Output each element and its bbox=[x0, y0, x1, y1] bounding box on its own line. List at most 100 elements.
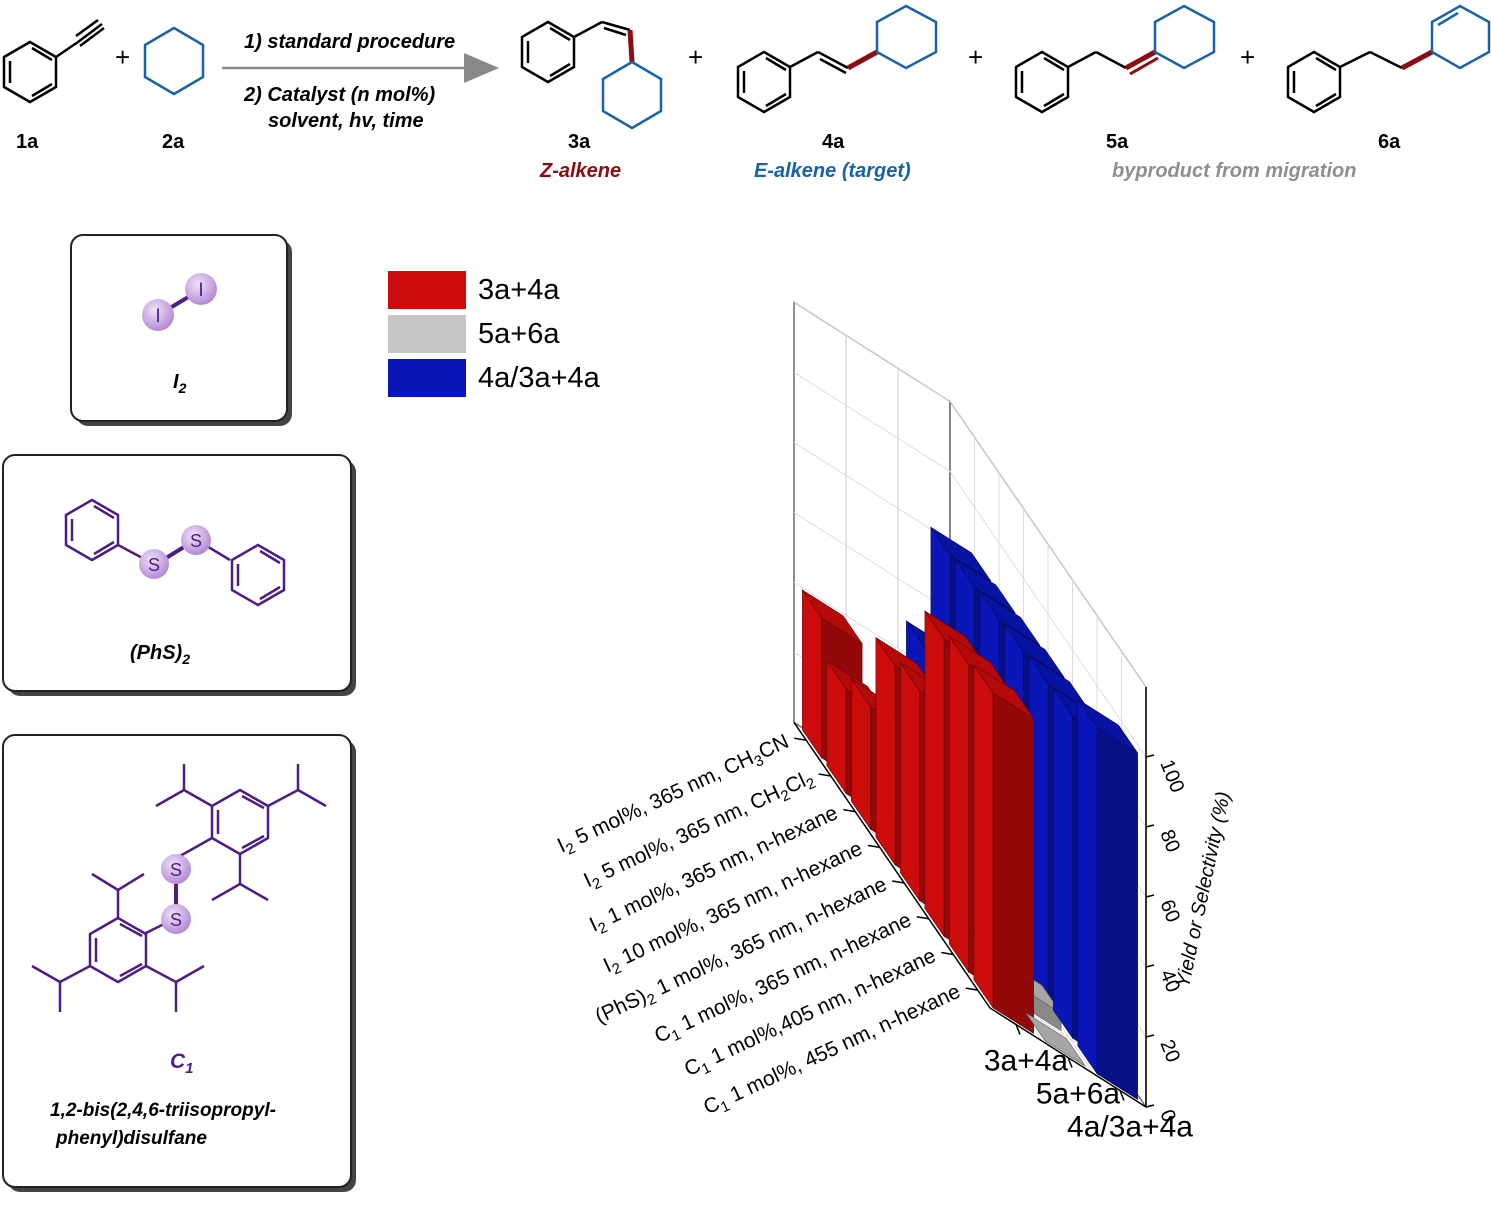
category-tick bbox=[843, 808, 856, 813]
plus-sign: + bbox=[1240, 42, 1255, 72]
chart-legend: 3a+4a 5a+6a 4a/3a+4a bbox=[388, 268, 638, 400]
catalyst-label-phs2: (PhS)2 bbox=[130, 642, 190, 667]
caption-byproduct: byproduct from migration bbox=[1112, 160, 1356, 182]
structure-2a bbox=[143, 26, 205, 96]
caption-z-alkene: Z-alkene bbox=[539, 160, 621, 182]
catalyst-card-phs2: S S (PhS)2 bbox=[2, 454, 356, 696]
compound-label-1a: 1a bbox=[16, 131, 39, 153]
atom-sulfur: S bbox=[170, 860, 182, 880]
bar-top bbox=[1028, 655, 1089, 710]
catalyst-card-c1: S S C1 1,2-bis(2,4,6-triisopropyl- pheny… bbox=[2, 734, 356, 1192]
bar-top bbox=[930, 526, 991, 581]
bar-top bbox=[1025, 1012, 1086, 1067]
bar-top bbox=[1004, 623, 1065, 678]
compound-label-2a: 2a bbox=[162, 131, 185, 153]
atom-iodine: I bbox=[198, 280, 203, 301]
plus-sign: + bbox=[688, 42, 703, 72]
compound-label-5a: 5a bbox=[1106, 131, 1129, 153]
condition-step-3: solvent, hv, time bbox=[268, 110, 424, 132]
catalyst-card-i2: I I I2 bbox=[70, 234, 292, 426]
z-axis-label: Yield or Selectivity (%) bbox=[1172, 790, 1235, 990]
bar-face bbox=[875, 636, 896, 866]
series-tick bbox=[1119, 1090, 1125, 1101]
bar-top bbox=[955, 559, 1016, 614]
series-axis-label: 3a+4a bbox=[984, 1045, 1069, 1078]
z-tick bbox=[1145, 964, 1155, 968]
category-tick bbox=[892, 880, 905, 884]
atom-iodine: I bbox=[155, 306, 160, 327]
bar-face bbox=[992, 692, 1034, 1034]
category-tick bbox=[867, 844, 880, 849]
bar-face bbox=[1053, 687, 1073, 1039]
category-axis bbox=[793, 721, 991, 1009]
series-axis-label: 5a+6a bbox=[1036, 1078, 1121, 1111]
plus-sign: + bbox=[115, 42, 130, 72]
bar-face bbox=[1077, 698, 1098, 1075]
atom-sulfur: S bbox=[190, 531, 202, 551]
series-tick bbox=[1015, 1024, 1021, 1035]
reaction-scheme: 1a + 2a 1) standard procedure 2) Catalys… bbox=[2, 4, 1491, 182]
structure-5a bbox=[1014, 4, 1216, 114]
bar bbox=[973, 663, 1034, 1034]
legend-label: 3a+4a bbox=[478, 273, 560, 306]
bar-face bbox=[900, 661, 920, 902]
bar bbox=[1077, 698, 1138, 1100]
bar-face bbox=[802, 589, 822, 759]
category-tick bbox=[941, 951, 954, 956]
atom-sulfur: S bbox=[148, 555, 160, 575]
legend-swatch-5a6a bbox=[388, 315, 466, 353]
z-tick bbox=[1145, 1034, 1155, 1038]
catalyst-name-line-2: phenyl)disulfane bbox=[55, 1128, 207, 1149]
series-axis-label: 4a/3a+4a bbox=[1067, 1111, 1193, 1144]
bar-top bbox=[1077, 699, 1138, 754]
z-tick-label: 100 bbox=[1155, 757, 1188, 796]
compound-label-6a: 6a bbox=[1378, 131, 1401, 153]
catalyst-name-line-1: 1,2-bis(2,4,6-triisopropyl- bbox=[50, 1100, 276, 1121]
legend-item: 4a/3a+4a bbox=[388, 356, 638, 400]
bar-face bbox=[949, 635, 969, 973]
legend-swatch-3a4a bbox=[388, 271, 466, 309]
bar-top bbox=[973, 664, 1034, 719]
bar-top bbox=[802, 589, 863, 644]
z-tick-label: 80 bbox=[1155, 827, 1184, 856]
catalyst-cards: I I I2 S S (PhS)2 bbox=[2, 234, 356, 1192]
caption-e-alkene: E-alkene (target) bbox=[754, 160, 911, 182]
z-tick-label: 20 bbox=[1155, 1037, 1184, 1066]
legend-label: 5a+6a bbox=[478, 317, 560, 350]
legend-item: 3a+4a bbox=[388, 268, 638, 312]
category-tick bbox=[794, 737, 807, 741]
bar bbox=[1025, 1012, 1086, 1067]
bar-top bbox=[979, 591, 1040, 646]
chart-bars bbox=[802, 526, 1138, 1100]
series-tick bbox=[1067, 1057, 1073, 1068]
structure-6a bbox=[1286, 4, 1491, 114]
bar-face bbox=[1096, 726, 1138, 1100]
z-tick-label: 60 bbox=[1155, 897, 1184, 926]
category-tick bbox=[965, 987, 978, 991]
plus-sign: + bbox=[968, 42, 983, 72]
grid-line bbox=[793, 371, 1147, 758]
z-tick bbox=[1145, 1104, 1155, 1108]
atom-sulfur: S bbox=[170, 910, 182, 930]
condition-step-1: 1) standard procedure bbox=[244, 31, 455, 53]
category-tick bbox=[818, 773, 831, 777]
z-tick bbox=[1145, 754, 1155, 758]
legend-swatch-4a-ratio bbox=[388, 359, 466, 397]
legend-label: 4a/3a+4a bbox=[478, 361, 600, 394]
structure-3a bbox=[520, 20, 663, 130]
compound-label-3a: 3a bbox=[568, 131, 591, 153]
category-tick bbox=[916, 916, 929, 920]
structure-1a bbox=[2, 18, 105, 104]
bar-face bbox=[924, 610, 945, 938]
z-tick bbox=[1145, 894, 1155, 898]
grid-line bbox=[793, 301, 1147, 688]
condition-step-2: 2) Catalyst (n mol%) bbox=[243, 84, 435, 106]
z-tick bbox=[1145, 824, 1155, 828]
structure-4a bbox=[736, 4, 938, 114]
catalyst-label-c1: C1 bbox=[170, 1050, 194, 1077]
compound-label-4a: 4a bbox=[822, 131, 845, 153]
catalyst-label-i2: I2 bbox=[173, 371, 187, 396]
bar-face bbox=[973, 663, 994, 1009]
legend-item: 5a+6a bbox=[388, 312, 638, 356]
